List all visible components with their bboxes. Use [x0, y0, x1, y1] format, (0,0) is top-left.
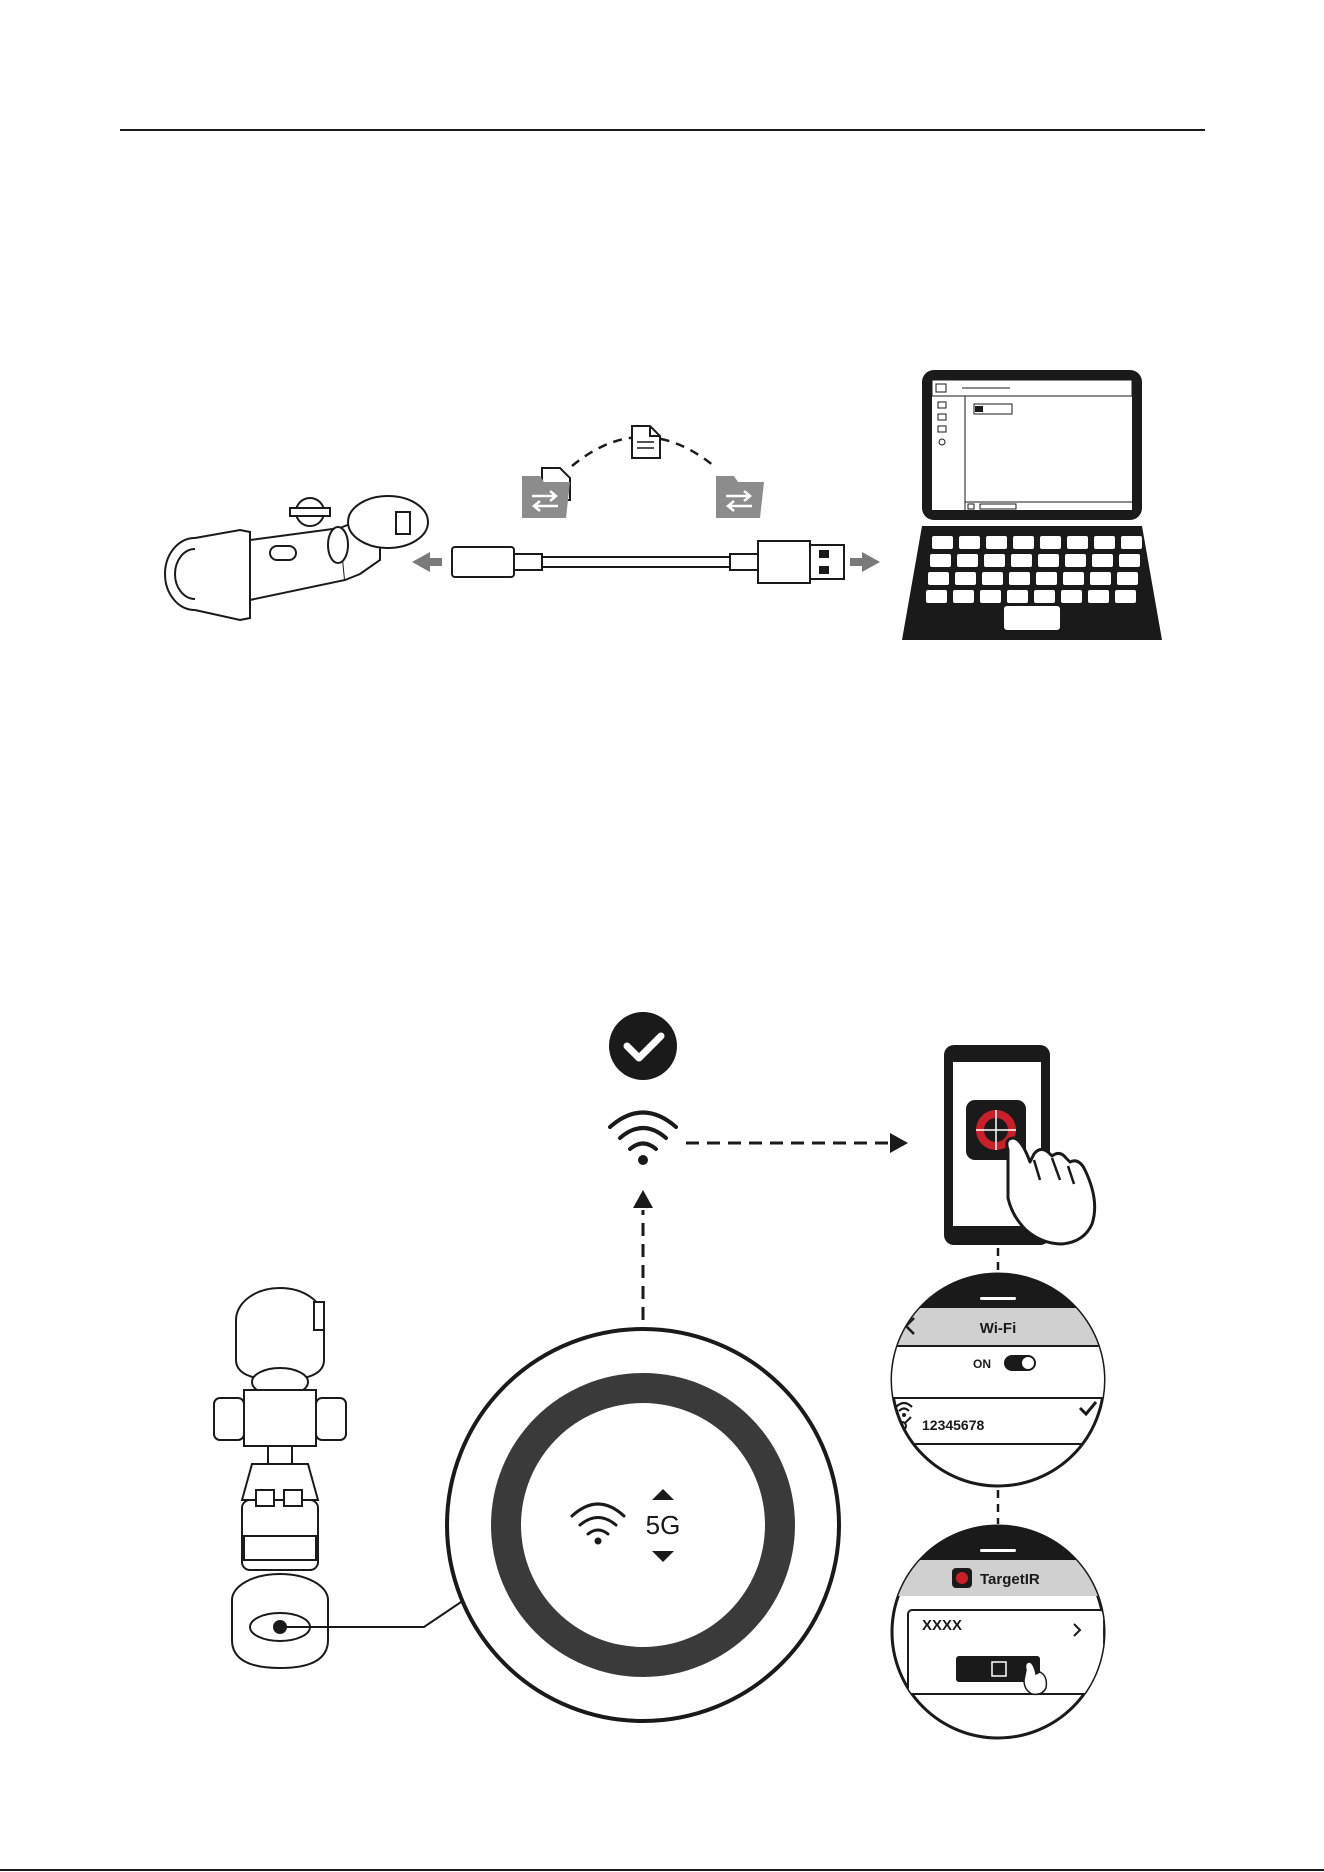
arrow-right-icon — [850, 552, 880, 572]
arrow-left-icon — [412, 552, 442, 572]
keyboard-key — [984, 554, 1005, 567]
thermal-scope-top-icon — [214, 1288, 346, 1668]
band-label: 5G — [646, 1510, 681, 1540]
keyboard-key — [1036, 572, 1057, 585]
keyboard-key — [959, 536, 980, 549]
keyboard-key — [957, 554, 978, 567]
usb-transfer-figure — [165, 370, 1162, 640]
keyboard-key — [1040, 536, 1061, 549]
app-device-panel: TargetIR XXXX — [880, 1524, 1120, 1738]
keyboard-key — [1011, 554, 1032, 567]
keyboard-key — [932, 536, 953, 549]
wifi-connection-figure: Wi-Fi ON 12345678 TargetIR XXXX — [214, 1012, 1120, 1738]
keyboard-key — [1088, 590, 1109, 603]
keyboard-key — [980, 590, 1001, 603]
keyboard-key — [1119, 554, 1140, 567]
keyboard-key — [1061, 590, 1082, 603]
wifi-settings-panel: Wi-Fi ON 12345678 — [880, 1270, 1120, 1486]
keyboard-key — [1115, 590, 1136, 603]
keyboard-key — [928, 572, 949, 585]
wifi-password: 12345678 — [922, 1417, 985, 1433]
keyboard-key — [953, 590, 974, 603]
keyboard-key — [1067, 536, 1088, 549]
keyboard-key — [1094, 536, 1115, 549]
smartphone-icon — [944, 1045, 1095, 1245]
check-badge-icon — [609, 1012, 677, 1080]
thermal-scope-side-icon — [165, 496, 428, 620]
keyboard-key — [1007, 590, 1028, 603]
keyboard-key — [1117, 572, 1138, 585]
keyboard-key — [1009, 572, 1030, 585]
wifi-panel-title: Wi-Fi — [980, 1320, 1017, 1337]
wifi-icon — [610, 1113, 676, 1166]
keyboard-key — [1090, 572, 1111, 585]
app-name: TargetIR — [980, 1571, 1040, 1588]
keyboard-key — [1065, 554, 1086, 567]
keyboard-key — [1121, 536, 1142, 549]
keyboard-key — [982, 572, 1003, 585]
keyboard-key — [955, 572, 976, 585]
usb-cable-icon — [452, 541, 844, 583]
keyboard-key — [1034, 590, 1055, 603]
device-name: XXXX — [922, 1617, 962, 1634]
laptop-icon — [902, 370, 1162, 640]
arrow-right-icon — [890, 1133, 908, 1153]
document-icon — [632, 426, 660, 458]
arrow-up-icon — [633, 1190, 653, 1208]
folder-transfer-icon — [716, 476, 764, 518]
keyboard-key — [986, 536, 1007, 549]
keyboard-key — [930, 554, 951, 567]
wifi-button-callout: 5G — [447, 1329, 839, 1721]
keyboard-key — [1092, 554, 1113, 567]
folder-transfer-icon — [522, 468, 570, 518]
keyboard-key — [1013, 536, 1034, 549]
keyboard-key — [926, 590, 947, 603]
keyboard-key — [1038, 554, 1059, 567]
keyboard-key — [1063, 572, 1084, 585]
wifi-toggle-label: ON — [973, 1357, 991, 1371]
